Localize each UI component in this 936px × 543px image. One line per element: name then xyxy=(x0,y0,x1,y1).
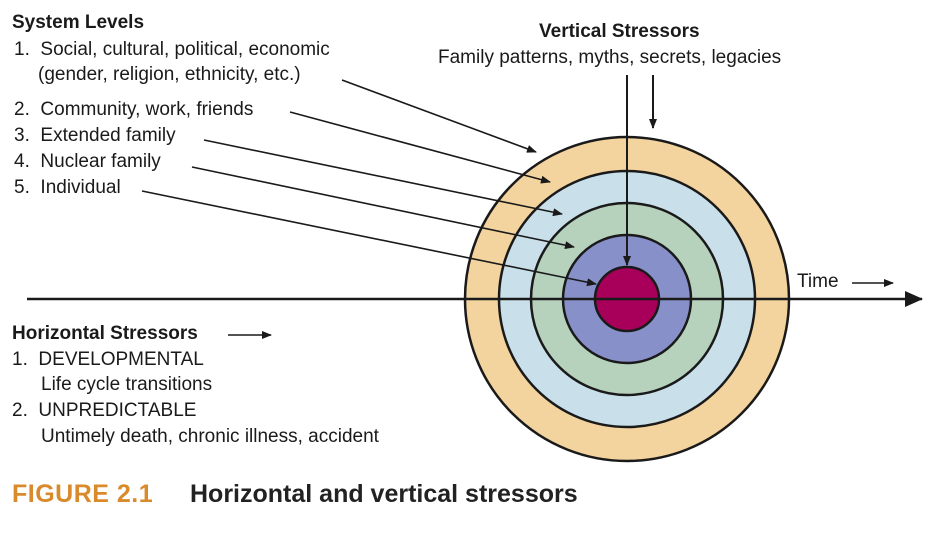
figure-title: Horizontal and vertical stressors xyxy=(190,480,578,508)
system-level-1-sublabel: (gender, religion, ethnicity, etc.) xyxy=(38,64,301,85)
level-5-arrow xyxy=(141,190,597,287)
system-level-2: 2. Community, work, friends xyxy=(14,99,253,121)
horizontal-stressor-2-label: UNPREDICTABLE xyxy=(38,400,197,421)
system-level-1-number: 1. xyxy=(14,39,30,60)
vertical-stressors-description: Family patterns, myths, secrets, legacie… xyxy=(438,47,782,68)
system-level-1: 1. Social, cultural, political, economic xyxy=(14,39,330,61)
system-level-5-number: 5. xyxy=(14,177,30,198)
level-1-arrow xyxy=(341,79,537,153)
horizontal-stressors-heading: Horizontal Stressors xyxy=(12,323,198,344)
horizontal-stressor-1-label: DEVELOPMENTAL xyxy=(38,349,204,370)
system-level-5: 5. Individual xyxy=(14,177,121,199)
horizontal-stressor-1-sublabel: Life cycle transitions xyxy=(41,374,213,395)
figure-number: FIGURE 2.1 xyxy=(12,480,154,508)
horizontal-stressor-2: 2. UNPREDICTABLE xyxy=(12,400,196,422)
horizontal-stressor-1-number: 1. xyxy=(12,349,28,370)
system-level-4-label: Nuclear family xyxy=(40,151,161,172)
system-level-5-label: Individual xyxy=(40,177,121,198)
time-label: Time xyxy=(797,271,839,292)
vertical-stressors-heading: Vertical Stressors xyxy=(539,21,700,42)
system-level-4-number: 4. xyxy=(14,151,30,172)
system-level-3: 3. Extended family xyxy=(14,125,176,147)
system-level-4: 4. Nuclear family xyxy=(14,151,161,173)
system-level-3-label: Extended family xyxy=(40,125,176,146)
system-level-1-label: Social, cultural, political, economic xyxy=(40,39,330,60)
level-2-arrow xyxy=(289,111,551,184)
system-level-3-number: 3. xyxy=(14,125,30,146)
level-3-arrow xyxy=(203,139,563,217)
system-levels-heading: System Levels xyxy=(12,12,145,33)
system-level-2-number: 2. xyxy=(14,99,30,120)
horizontal-stressor-1: 1. DEVELOPMENTAL xyxy=(12,349,204,371)
system-level-2-label: Community, work, friends xyxy=(40,99,254,120)
level-4-arrow xyxy=(191,166,575,250)
horizontal-stressor-2-sublabel: Untimely death, chronic illness, acciden… xyxy=(41,426,379,447)
horizontal-stressor-2-number: 2. xyxy=(12,400,28,421)
